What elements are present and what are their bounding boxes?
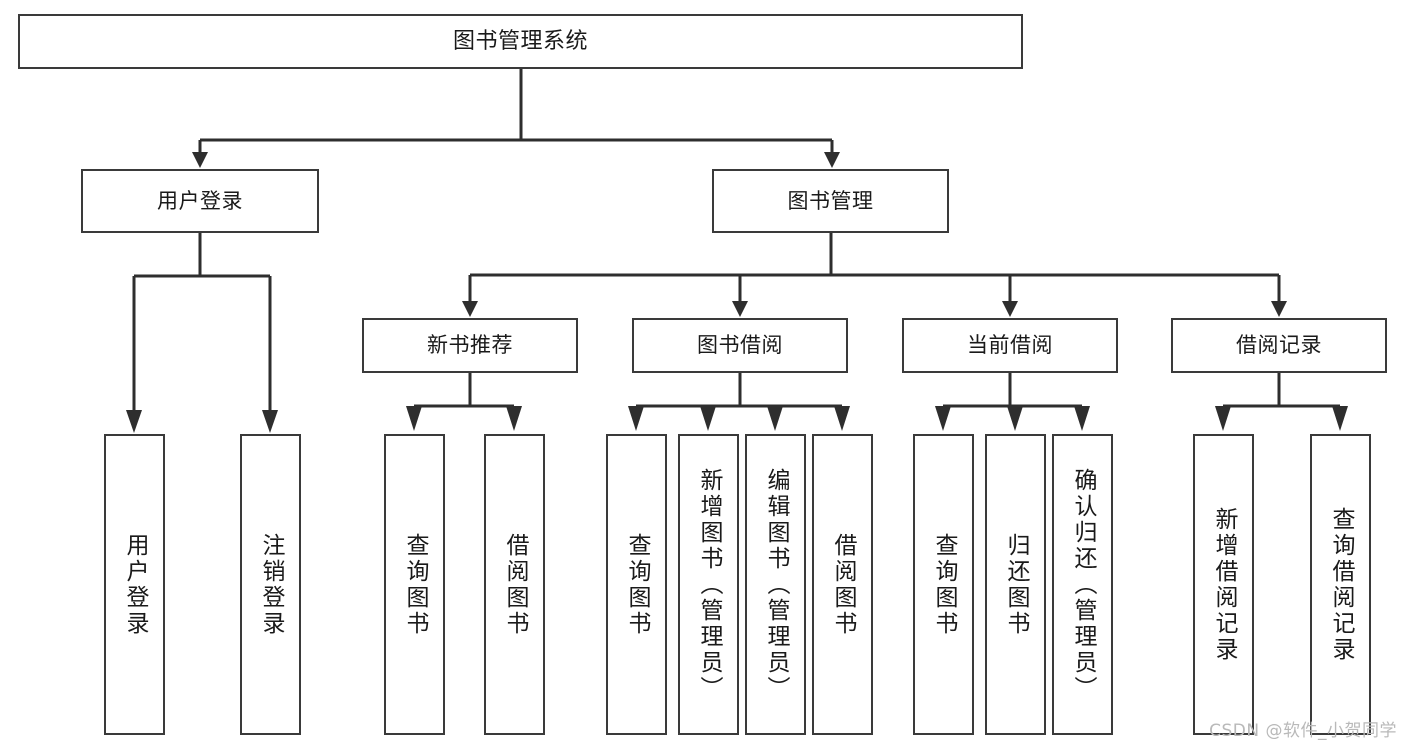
node-leaf-query-book-1-label: 查询图书 — [402, 532, 428, 637]
node-leaf-user-login[interactable]: 用户登录 — [104, 434, 165, 735]
node-book-manage-label: 图书管理 — [787, 188, 874, 213]
node-root[interactable]: 图书管理系统 — [18, 14, 1023, 69]
node-current-borrow-label: 当前借阅 — [967, 333, 1053, 358]
arrowhead-leaf-query-book-3 — [935, 406, 951, 431]
node-book-borrow-label: 图书借阅 — [697, 333, 783, 358]
node-borrow-record[interactable]: 借阅记录 — [1171, 318, 1387, 373]
node-leaf-add-book[interactable]: 新增图书（管理员） — [678, 434, 739, 735]
arrowhead-leaf-confirm-return — [1074, 406, 1090, 431]
node-leaf-user-login-label: 用户登录 — [122, 532, 148, 637]
node-leaf-logout-label: 注销登录 — [258, 532, 284, 637]
node-leaf-borrow-book-2-label: 借阅图书 — [830, 532, 856, 637]
node-leaf-confirm-return[interactable]: 确认归还（管理员） — [1052, 434, 1113, 735]
arrowhead-user-login — [192, 152, 208, 168]
node-root-label: 图书管理系统 — [452, 28, 588, 54]
node-leaf-query-book-2[interactable]: 查询图书 — [606, 434, 667, 735]
node-book-borrow[interactable]: 图书借阅 — [632, 318, 848, 373]
node-leaf-add-record[interactable]: 新增借阅记录 — [1193, 434, 1254, 735]
node-leaf-return-book-label: 归还图书 — [1003, 532, 1029, 637]
node-leaf-borrow-book-1[interactable]: 借阅图书 — [484, 434, 545, 735]
arrowhead-leaf-add-record — [1215, 406, 1231, 431]
node-leaf-query-book-2-label: 查询图书 — [624, 532, 650, 637]
node-leaf-confirm-return-label: 确认归还（管理员） — [1070, 467, 1096, 702]
arrowhead-borrow-record — [1271, 301, 1287, 317]
node-leaf-logout[interactable]: 注销登录 — [240, 434, 301, 735]
node-leaf-edit-book-label: 编辑图书（管理员） — [763, 467, 789, 702]
node-leaf-query-book-3-label: 查询图书 — [931, 532, 957, 637]
arrowhead-book-borrow — [732, 301, 748, 317]
arrowhead-leaf-return-book — [1007, 406, 1023, 431]
arrowhead-leaf-add-book — [700, 406, 716, 431]
node-leaf-add-book-label: 新增图书（管理员） — [696, 467, 722, 702]
arrowhead-leaf-query-record — [1332, 406, 1348, 431]
node-new-book-recommend-label: 新书推荐 — [427, 333, 513, 358]
node-leaf-add-record-label: 新增借阅记录 — [1211, 506, 1237, 663]
node-current-borrow[interactable]: 当前借阅 — [902, 318, 1118, 373]
arrowhead-new-book-recommend — [462, 301, 478, 317]
arrowhead-leaf-query-book-1 — [406, 406, 422, 431]
arrowhead-book-manage — [824, 152, 840, 168]
arrowheads — [126, 152, 1348, 433]
node-leaf-borrow-book-1-label: 借阅图书 — [502, 532, 528, 637]
node-leaf-query-record-label: 查询借阅记录 — [1328, 506, 1354, 663]
arrowhead-leaf-borrow-book-1 — [506, 406, 522, 431]
arrowhead-leaf-logout — [262, 410, 278, 433]
node-leaf-query-book-1[interactable]: 查询图书 — [384, 434, 445, 735]
node-user-login-label: 用户登录 — [157, 188, 243, 213]
node-leaf-return-book[interactable]: 归还图书 — [985, 434, 1046, 735]
arrowhead-leaf-borrow-book-2 — [834, 406, 850, 431]
node-leaf-edit-book[interactable]: 编辑图书（管理员） — [745, 434, 806, 735]
node-leaf-borrow-book-2[interactable]: 借阅图书 — [812, 434, 873, 735]
arrowhead-leaf-edit-book — [767, 406, 783, 431]
arrowhead-leaf-user-login — [126, 410, 142, 433]
node-book-manage[interactable]: 图书管理 — [712, 169, 949, 233]
arrowhead-leaf-query-book-2 — [628, 406, 644, 431]
arrowhead-current-borrow — [1002, 301, 1018, 317]
node-leaf-query-book-3[interactable]: 查询图书 — [913, 434, 974, 735]
node-borrow-record-label: 借阅记录 — [1236, 333, 1322, 358]
node-leaf-query-record[interactable]: 查询借阅记录 — [1310, 434, 1371, 735]
node-new-book-recommend[interactable]: 新书推荐 — [362, 318, 578, 373]
node-user-login[interactable]: 用户登录 — [81, 169, 319, 233]
